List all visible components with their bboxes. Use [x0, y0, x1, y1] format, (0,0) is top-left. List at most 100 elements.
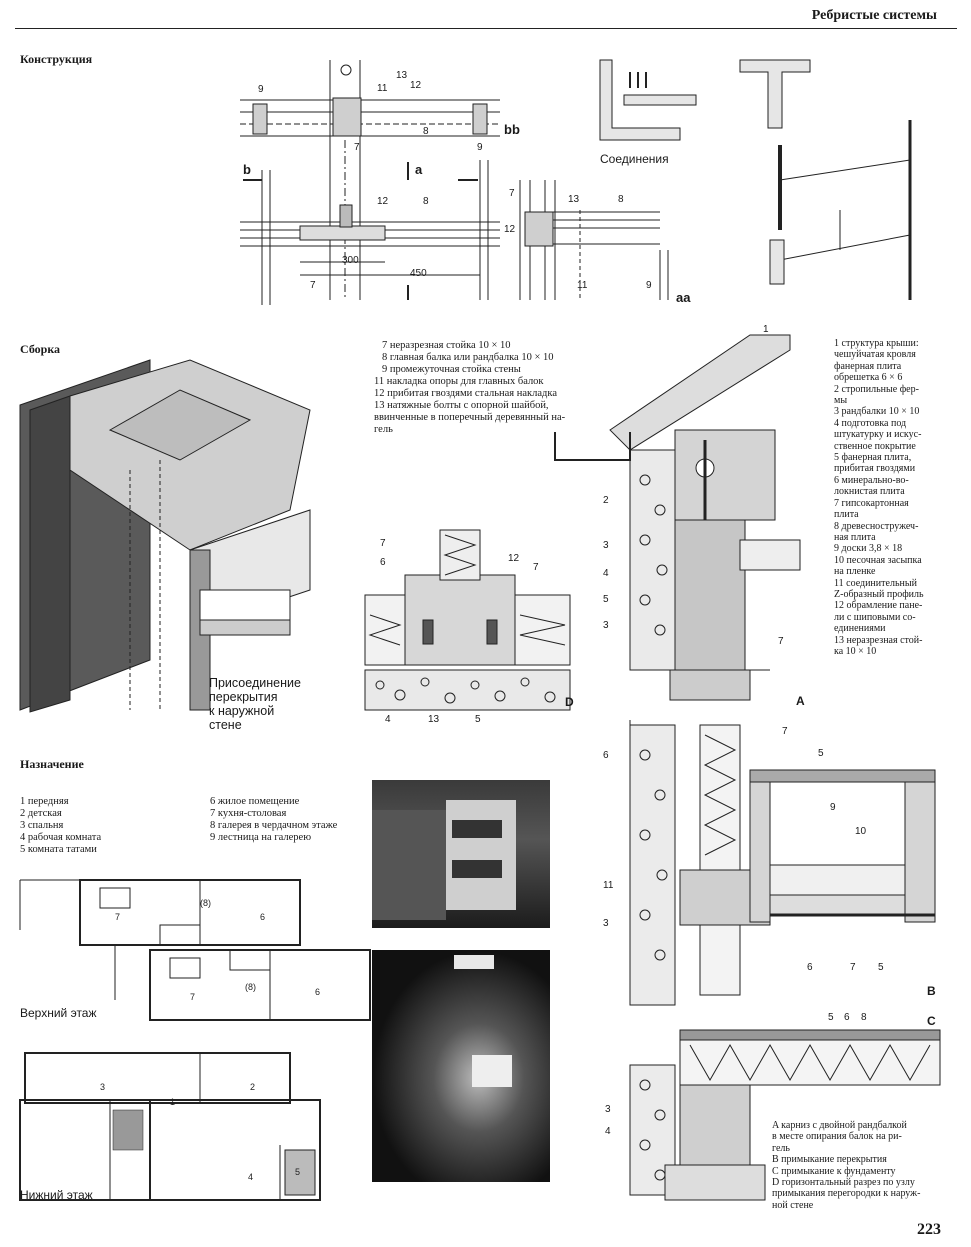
detail-d-section — [364, 529, 571, 711]
detail-b-ref: 5 — [818, 748, 824, 759]
detail-c-ref: 5 — [828, 1012, 834, 1023]
heading-construction: Конструкция — [20, 52, 93, 66]
room-item: 3 спальня — [20, 820, 64, 831]
detail-letter-d: D — [565, 695, 574, 709]
construction-ref: 7 — [354, 142, 360, 153]
legend-item: ственное покрытие — [834, 440, 916, 452]
heading-assembly: Сборка — [20, 342, 61, 356]
room-item: 1 передняя — [20, 796, 69, 807]
upper-floor-label: Верхний этаж — [20, 1006, 97, 1020]
construction-ref: 12 — [377, 196, 389, 207]
room-item: 9 лестница на галерею — [210, 832, 312, 843]
construction-ref: 8 — [423, 196, 429, 207]
detail-d-ref: 5 — [475, 714, 481, 725]
construction-ref: 7 — [509, 188, 515, 199]
legend-item: ка 10 × 10 — [834, 645, 877, 657]
room-item: 4 рабочая комната — [20, 832, 102, 843]
legend-item: обрешетка 6 × 6 — [834, 372, 903, 384]
legend-middle: 7 неразрезная стойка 10 × 10 8 главная б… — [374, 340, 592, 436]
detail-a-section — [554, 334, 801, 701]
detail-d-ref: 6 — [380, 557, 386, 568]
header-rule — [15, 28, 957, 29]
section-mark-bb: bb — [504, 122, 520, 137]
details-legend-item: D горизонтальный разрез по узлу — [772, 1177, 915, 1189]
svg-text:7: 7 — [115, 912, 120, 922]
details-legend-item: гель — [772, 1142, 790, 1154]
detail-a-ref: 5 — [603, 594, 609, 605]
building-side — [372, 810, 446, 920]
lower-floor-plan: 3 2 1 4 5 — [19, 1052, 321, 1201]
detail-letter-a: A — [796, 694, 805, 708]
assembly-caption-line: перекрытия — [209, 690, 278, 704]
assembly-isometric-drawing — [19, 359, 311, 713]
details-legend-item: B примыкание перекрытия — [772, 1154, 887, 1166]
construction-ref: 12 — [504, 224, 516, 235]
room-item: 7 кухня-столовая — [210, 808, 287, 819]
ceiling-window — [454, 955, 494, 969]
detail-d-ref: 7 — [380, 538, 386, 549]
construction-ref: 13 — [396, 70, 408, 81]
legend-item: 9 промежуточная стойка стены — [382, 364, 521, 375]
assembly-caption: Присоединение перекрытия к наружной стен… — [209, 676, 301, 732]
detail-letter-b: B — [927, 984, 936, 998]
detail-a-ref: 3 — [603, 540, 609, 551]
detail-b-ref: 6 — [603, 750, 609, 761]
detail-d-ref: 12 — [508, 553, 520, 564]
upper-floor-plan: 7 (8) 6 7 (8) 6 — [19, 879, 371, 1021]
legend-item: 13 неразрезная стой- — [834, 634, 923, 646]
interior-photo — [372, 950, 550, 1182]
legend-item: 13 натяжные болты с опорной шайбой, — [374, 400, 549, 411]
detail-letter-c: C — [927, 1014, 936, 1028]
page-number: 223 — [917, 1221, 941, 1238]
detail-d-ref: 4 — [385, 714, 391, 725]
construction-ref: 11 — [377, 83, 388, 94]
detail-b-ref: 6 — [807, 962, 813, 973]
legend-item: 6 минерально-во- — [834, 474, 909, 486]
section-mark-aa: aa — [676, 290, 691, 305]
legend-item: фанерная плита — [834, 360, 902, 372]
construction-plan-diagram — [240, 59, 912, 305]
legend-item: локнистая плита — [834, 486, 905, 498]
legend-item: 10 песочная засыпка — [834, 554, 922, 566]
detail-a-ref: 3 — [603, 620, 609, 631]
building-facade — [446, 800, 516, 910]
legend-item: 4 подготовка под — [834, 417, 907, 429]
legend-right: 1 структура крыши: чешуйчатая кровля фан… — [834, 338, 964, 657]
legend-item: 8 древесностружеч- — [834, 520, 919, 532]
construction-ref: 12 — [410, 80, 422, 91]
construction-ref: 11 — [577, 280, 588, 291]
detail-b-ref: 10 — [855, 826, 867, 837]
detail-d-ref: 13 — [428, 714, 440, 725]
legend-item: 5 фанерная плита, — [834, 452, 912, 464]
assembly-caption-line: Присоединение — [209, 676, 301, 690]
section-mark-b: b — [243, 162, 251, 177]
svg-text:6: 6 — [260, 912, 265, 922]
details-legend: A карниз с двойной рандбалкой в месте оп… — [772, 1120, 920, 1211]
legend-item: 9 доски 3,8 × 18 — [834, 543, 903, 555]
detail-b-ref: 7 — [782, 726, 788, 737]
detail-c-ref: 3 — [605, 1104, 611, 1115]
legend-item: 7 неразрезная стойка 10 × 10 — [382, 340, 511, 351]
detail-b-ref: 5 — [878, 962, 884, 973]
details-legend-item: в месте опирания балок на ри- — [772, 1131, 902, 1143]
construction-ref: 13 — [568, 194, 580, 205]
legend-item: единениями — [834, 623, 886, 635]
svg-text:6: 6 — [315, 987, 320, 997]
construction-ref: 8 — [618, 194, 624, 205]
detail-a-ref: 1 — [763, 324, 769, 335]
dimension-300: 300 — [342, 255, 359, 266]
legend-item: плита — [834, 509, 859, 521]
detail-b-ref: 11 — [603, 880, 614, 891]
svg-text:5: 5 — [295, 1167, 300, 1177]
construction-ref: 9 — [258, 84, 264, 95]
detail-c-ref: 6 — [844, 1012, 850, 1023]
building-window — [452, 860, 502, 878]
svg-text:3: 3 — [100, 1082, 105, 1092]
lower-floor-label: Нижний этаж — [20, 1188, 93, 1202]
legend-item: на пленке — [834, 566, 876, 578]
legend-item: 1 структура крыши: — [834, 338, 919, 349]
room-item: 8 галерея в чердачном этаже — [210, 820, 338, 831]
legend-item: штукатурку и искус- — [834, 429, 922, 441]
room-item: 6 жилое помещение — [210, 796, 300, 807]
detail-b-ref: 9 — [830, 802, 836, 813]
